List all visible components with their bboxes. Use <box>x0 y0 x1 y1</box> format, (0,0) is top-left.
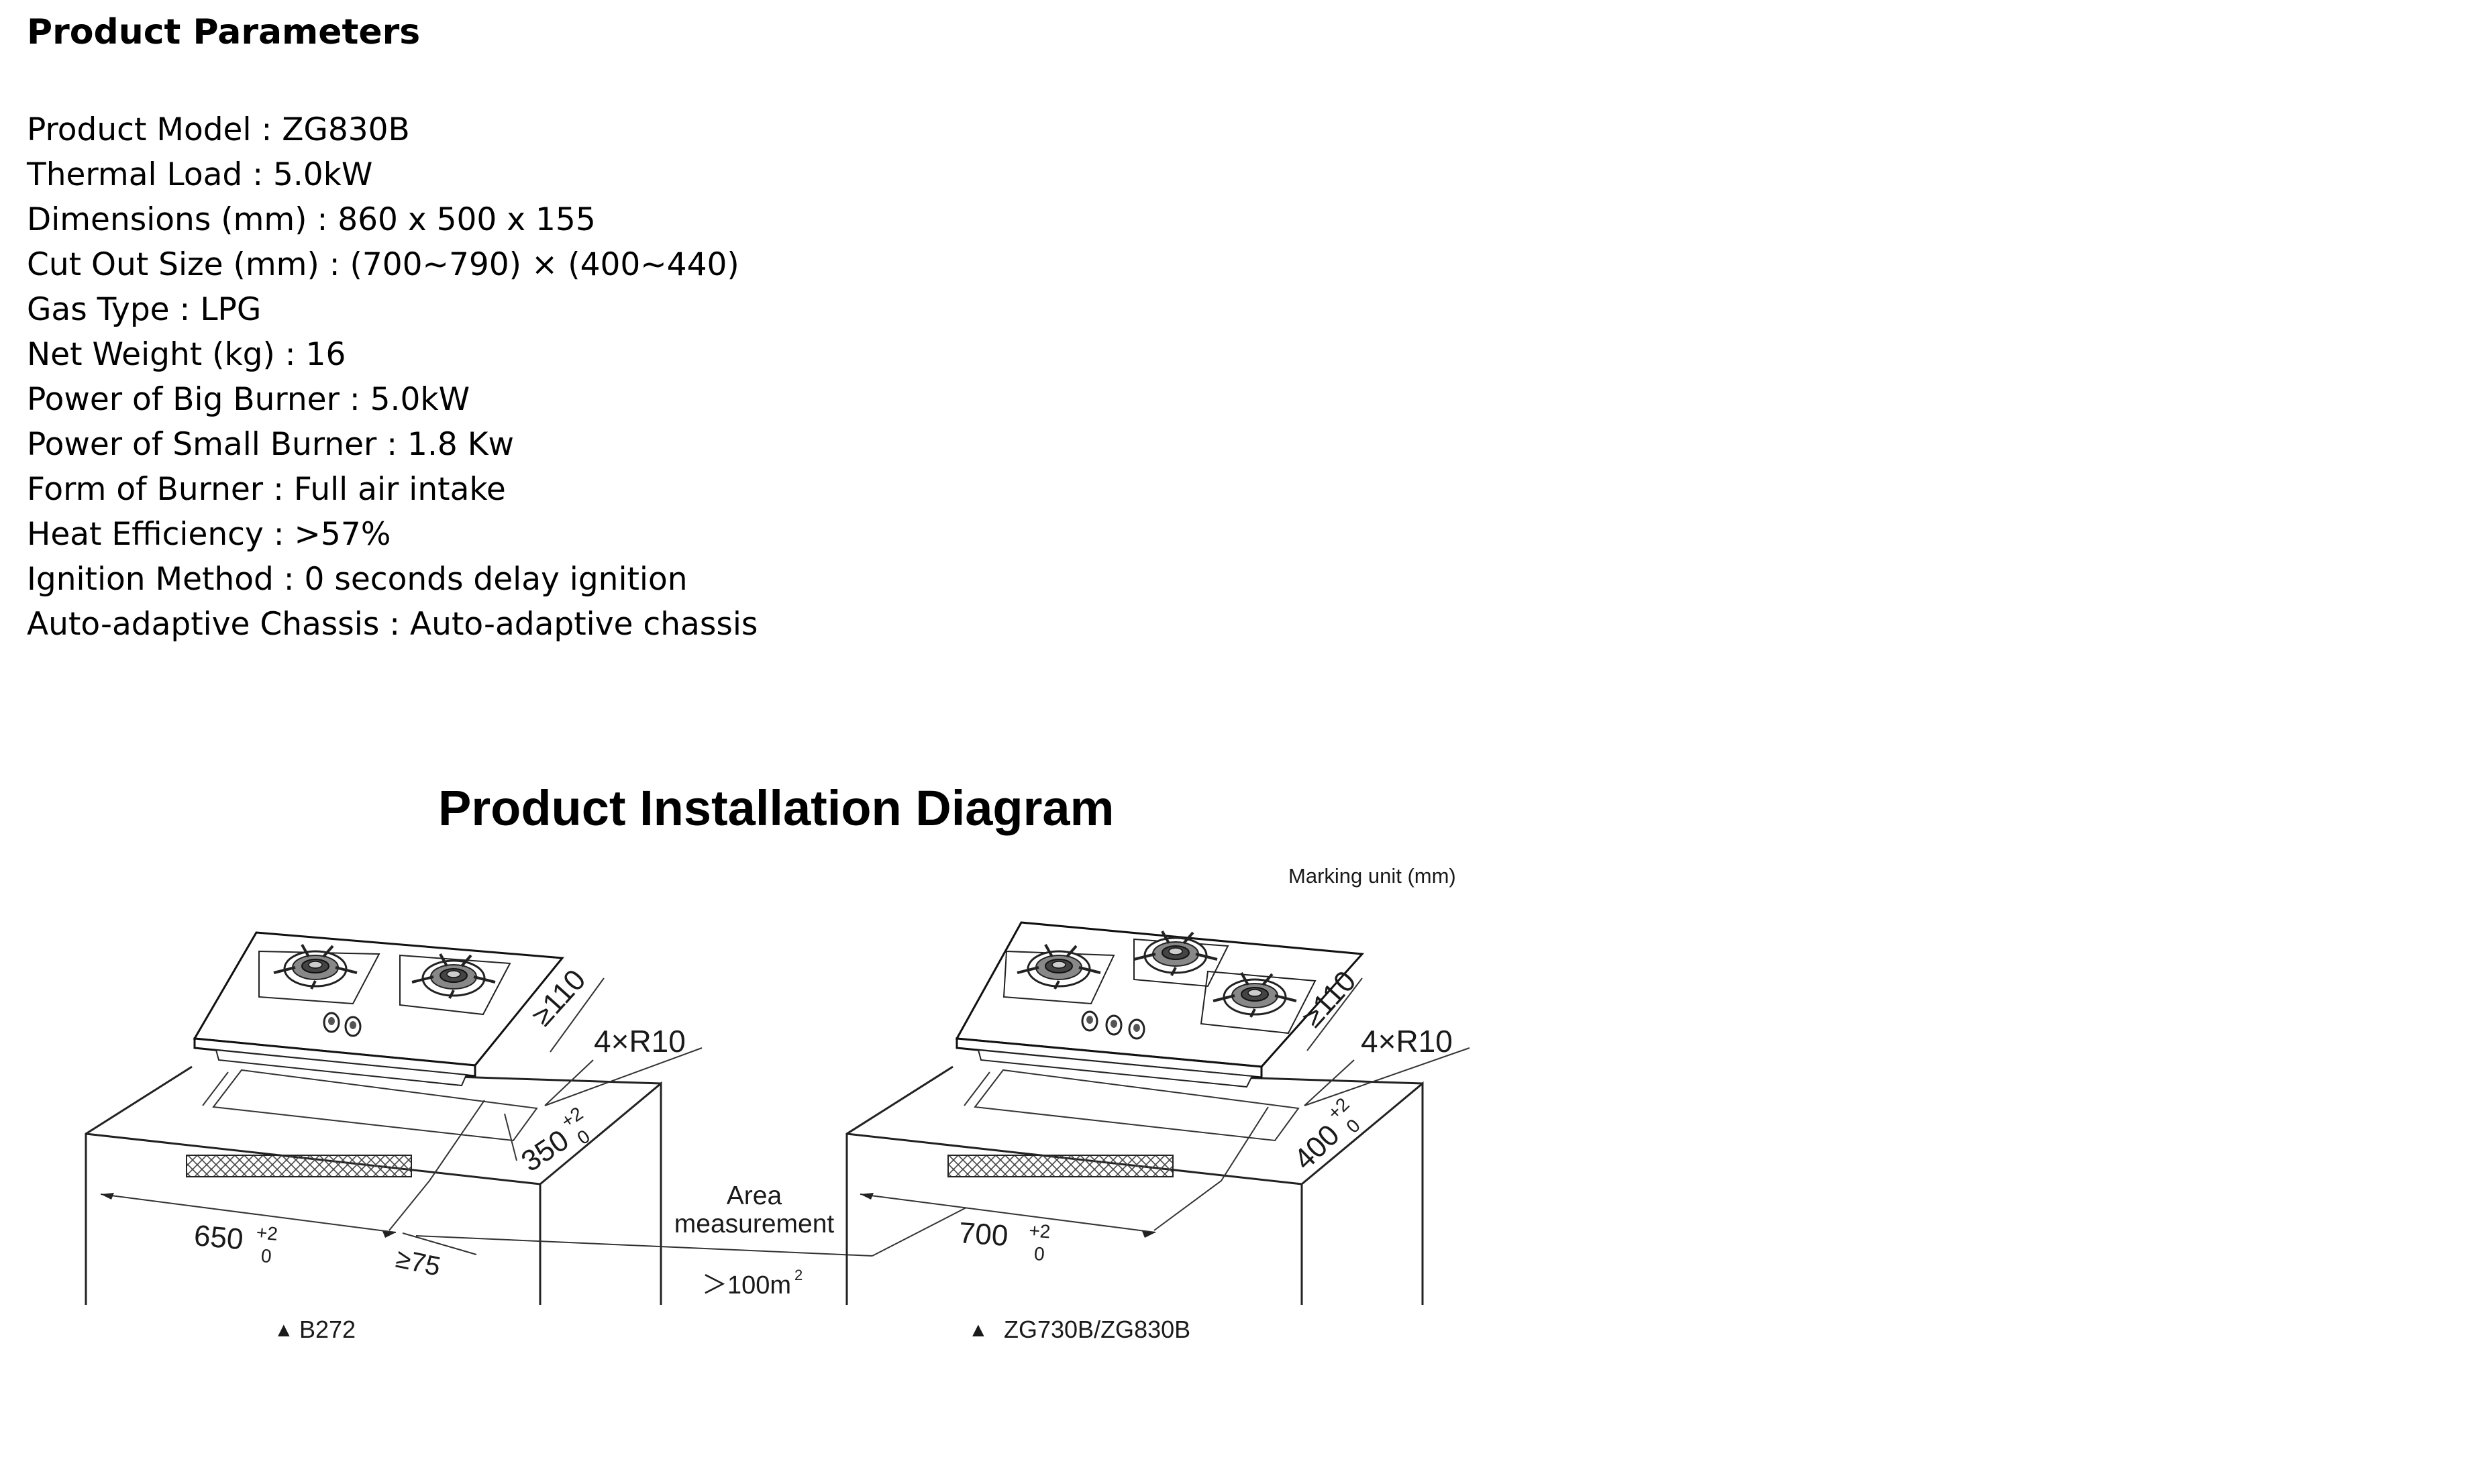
right-caption-text: ZG730B/ZG830B <box>1004 1316 1190 1343</box>
left-depth-tol-lower: 0 <box>574 1126 594 1149</box>
param-row: Power of Big Burner : 5.0kW <box>27 381 470 418</box>
param-row: Form of Burner : Full air intake <box>27 471 506 508</box>
right-ventilation-grille <box>947 1155 1174 1177</box>
caption-triangle-icon: ▲ <box>274 1319 294 1341</box>
params-list: Product Model : ZG830B Thermal Load : 5.… <box>27 107 758 647</box>
param-label: Ignition Method <box>27 561 274 598</box>
left-caption-text: B272 <box>299 1316 356 1343</box>
param-value: 860 x 500 x 155 <box>338 201 596 238</box>
param-row: Product Model : ZG830B <box>27 111 410 148</box>
param-row: Auto-adaptive Chassis : Auto-adaptive ch… <box>27 606 758 643</box>
param-label: Product Model <box>27 111 252 148</box>
area-label-line2: measurement <box>674 1210 835 1238</box>
area-measurement-note: Area measurement ＞100m 2 <box>674 1181 835 1300</box>
param-value: (700~790) × (400~440) <box>350 246 739 283</box>
right-corner-radius: 4×R10 <box>1361 1024 1453 1059</box>
param-value: 0 seconds delay ignition <box>304 561 688 598</box>
right-width-tol-upper: +2 <box>1028 1220 1051 1242</box>
param-label: Power of Big Burner <box>27 381 340 418</box>
left-caption: ▲ B272 <box>274 1316 356 1343</box>
param-value: 1.8 Kw <box>407 426 514 463</box>
param-row: Ignition Method : 0 seconds delay igniti… <box>27 561 688 598</box>
param-label: Form of Burner <box>27 471 264 508</box>
right-depth-dimension: 400 +2 0 <box>1288 1094 1364 1176</box>
right-depth-value: 400 <box>1288 1118 1346 1176</box>
param-value: LPG <box>200 291 262 328</box>
param-row: Thermal Load : 5.0kW <box>27 156 373 193</box>
right-dimension-lines <box>860 977 1470 1257</box>
area-value: ＞100m <box>702 1271 791 1300</box>
param-value: ZG830B <box>282 111 410 148</box>
param-row: Power of Small Burner : 1.8 Kw <box>27 426 514 463</box>
left-ventilation-grille <box>186 1155 412 1177</box>
area-superscript: 2 <box>794 1267 803 1283</box>
param-row: Net Weight (kg) : 16 <box>27 336 346 373</box>
param-label: Net Weight (kg) <box>27 336 275 373</box>
marking-unit-note: Marking unit (mm) <box>1288 864 1456 888</box>
left-cooktop <box>193 931 564 1087</box>
param-value: Auto-adaptive chassis <box>410 606 758 643</box>
right-width-tol-lower: 0 <box>1033 1243 1045 1265</box>
param-row: Cut Out Size (mm) : (700~790) × (400~440… <box>27 246 739 283</box>
param-row: Gas Type : LPG <box>27 291 262 328</box>
right-countertop <box>845 1065 1424 1305</box>
param-value: 5.0kW <box>272 156 373 193</box>
param-label: Auto-adaptive Chassis <box>27 606 380 643</box>
right-width-value: 700 <box>958 1216 1009 1253</box>
param-label: Cut Out Size (mm) <box>27 246 319 283</box>
left-corner-radius: 4×R10 <box>594 1024 686 1059</box>
param-row: Dimensions (mm) : 860 x 500 x 155 <box>27 201 596 238</box>
left-width-tol-upper: +2 <box>256 1222 279 1244</box>
area-label-line1: Area <box>727 1181 782 1210</box>
left-front-clearance: ≥75 <box>393 1244 443 1282</box>
left-depth-value: 350 <box>515 1124 574 1179</box>
diagram-title: Product Installation Diagram <box>438 780 1115 836</box>
right-width-dimension: 700 +2 0 <box>958 1216 1051 1265</box>
left-width-dimension: 650 +2 0 <box>193 1219 279 1267</box>
param-label: Dimensions (mm) <box>27 201 307 238</box>
params-title: Product Parameters <box>27 12 421 52</box>
left-dimension-lines <box>100 977 873 1257</box>
right-cooktop <box>955 921 1365 1088</box>
param-value: >57% <box>294 516 391 553</box>
param-label: Power of Small Burner <box>27 426 377 463</box>
param-label: Thermal Load <box>27 156 243 193</box>
right-installation: ≥110 4×R10 400 +2 0 700 +2 0 ▲ ZG730B/ZG… <box>845 921 1470 1343</box>
left-countertop <box>85 1065 662 1305</box>
left-installation: ≥110 4×R10 350 +2 0 650 +2 0 ≥75 ▲ B272 <box>85 931 873 1343</box>
param-label: Heat Efficiency <box>27 516 264 553</box>
caption-triangle-icon: ▲ <box>968 1319 988 1341</box>
right-caption: ▲ ZG730B/ZG830B <box>968 1316 1190 1343</box>
left-depth-dimension: 350 +2 0 <box>515 1103 594 1179</box>
param-label: Gas Type <box>27 291 170 328</box>
param-value: Full air intake <box>293 471 506 508</box>
left-width-tol-lower: 0 <box>260 1245 272 1267</box>
param-value: 5.0kW <box>370 381 470 418</box>
left-width-value: 650 <box>193 1219 244 1256</box>
param-value: 16 <box>305 336 346 373</box>
param-row: Heat Efficiency : >57% <box>27 516 391 553</box>
